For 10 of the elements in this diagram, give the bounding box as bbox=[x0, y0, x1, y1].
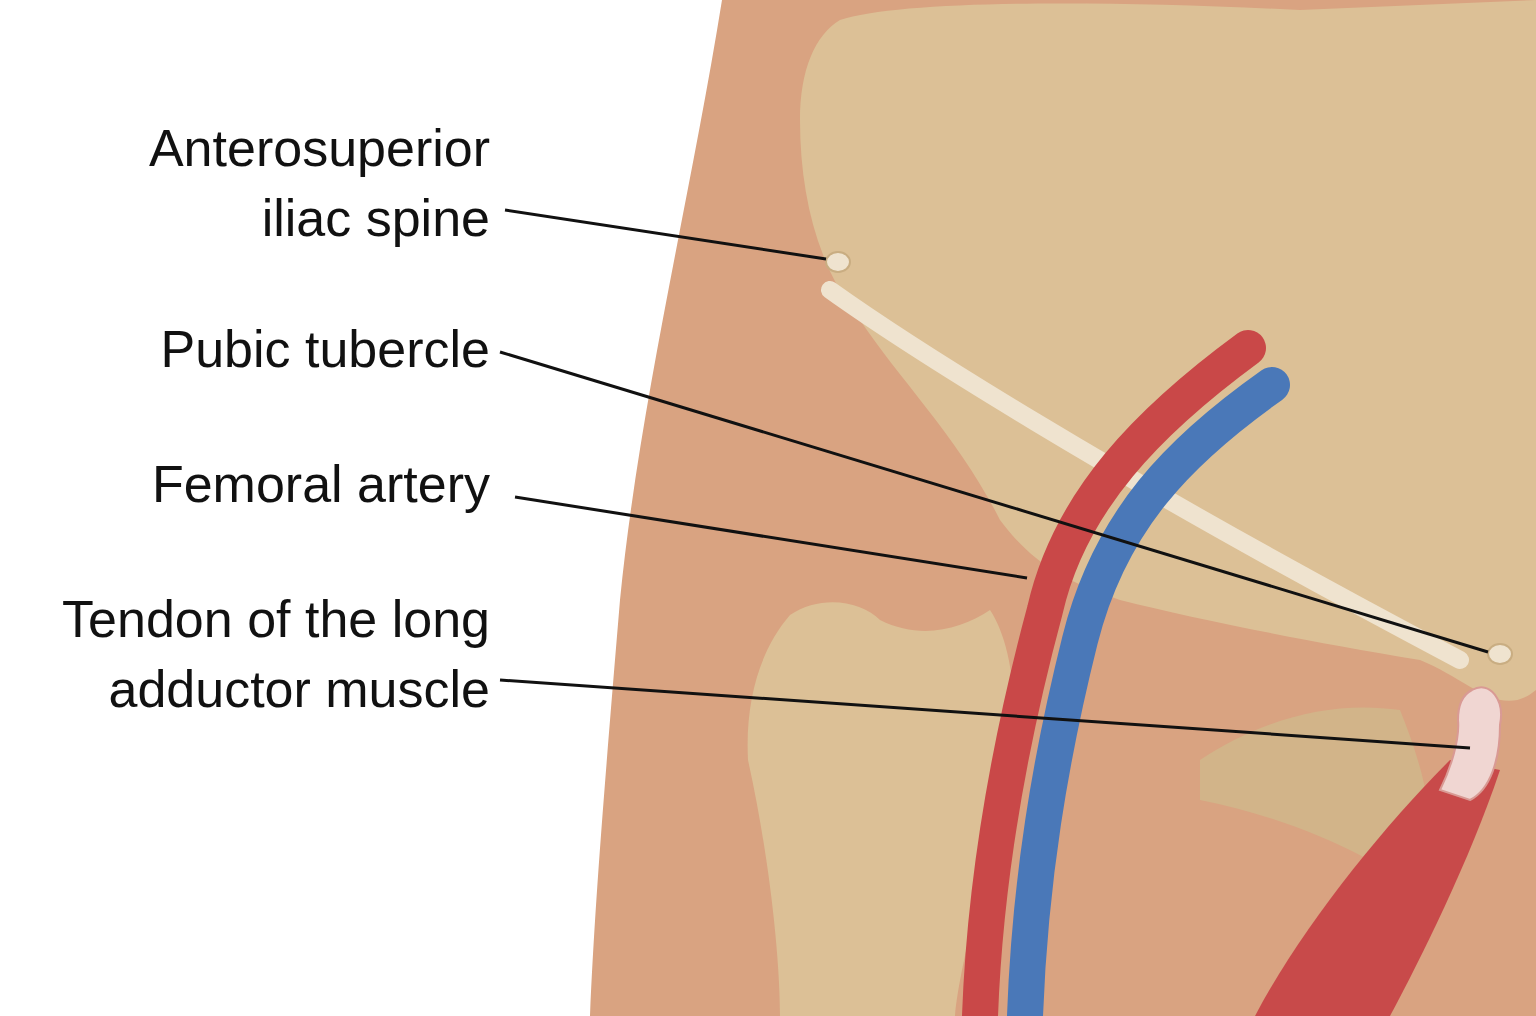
part-label: Femoral artery bbox=[0, 449, 490, 519]
femoral-artery-drawing bbox=[962, 330, 1266, 1016]
leader-line bbox=[514, 495, 1028, 580]
leader-line bbox=[499, 678, 1471, 750]
part-label: Tendon of the long adductor muscle bbox=[0, 584, 490, 724]
leader-line bbox=[499, 350, 1489, 654]
adductor-tendon-drawing bbox=[1439, 686, 1502, 801]
leader-line bbox=[504, 208, 827, 261]
part-label: Pubic tubercle bbox=[0, 314, 490, 384]
part-label: Anterosuperior iliac spine bbox=[90, 113, 490, 253]
